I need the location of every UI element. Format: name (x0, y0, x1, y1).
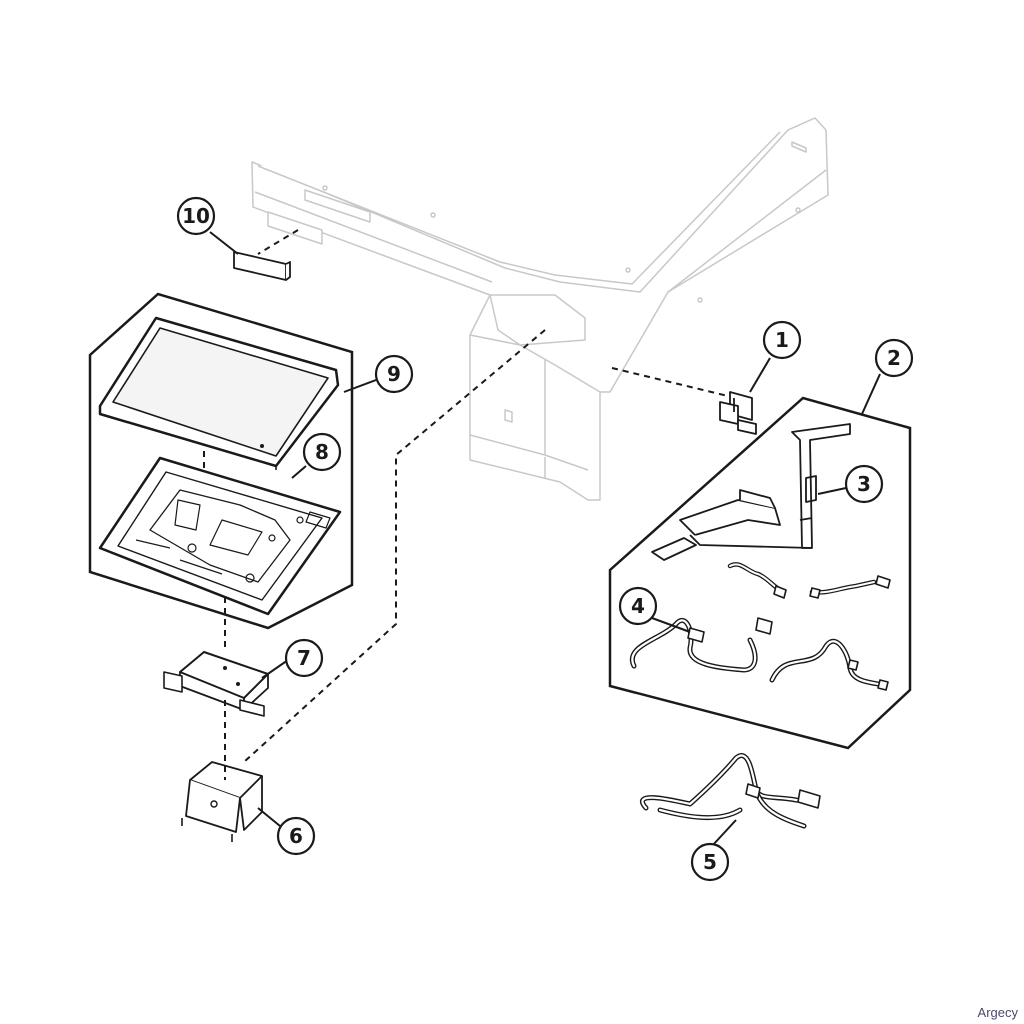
callout-2: 2 (874, 338, 914, 378)
callout-5: 5 (690, 842, 730, 882)
part-1-connector (719, 391, 757, 435)
callout-3: 3 (844, 464, 884, 504)
callout-6-label: 6 (289, 824, 303, 848)
callout-leaders (209, 231, 881, 847)
callout-10: 10 (176, 196, 216, 236)
callout-6: 6 (276, 816, 316, 856)
callout-9: 9 (374, 354, 414, 394)
part-4-harness (629, 562, 891, 691)
callout-4: 4 (618, 586, 658, 626)
leader-lines (203, 229, 729, 780)
callout-3-label: 3 (857, 472, 871, 496)
part-9-display (98, 316, 340, 470)
callout-9-label: 9 (387, 362, 401, 386)
callout-7: 7 (284, 638, 324, 678)
callout-5-label: 5 (703, 850, 717, 874)
callout-10-label: 10 (182, 204, 210, 228)
callout-1: 1 (762, 320, 802, 360)
part-7-hinge-bracket (163, 651, 269, 717)
callout-4-label: 4 (631, 594, 645, 618)
panel-box-left (88, 292, 354, 630)
part-8-tray (98, 456, 342, 616)
part-10-plate (233, 251, 291, 281)
callout-8-label: 8 (315, 440, 329, 464)
panel-box-right (608, 396, 912, 750)
part-6-mounting-bracket (181, 761, 263, 842)
watermark-text: Argecy (977, 1005, 1018, 1020)
callout-1-label: 1 (775, 328, 789, 352)
callout-2-label: 2 (887, 346, 901, 370)
part-5-harness (640, 753, 821, 829)
callout-7-label: 7 (297, 646, 311, 670)
callout-8: 8 (302, 432, 342, 472)
part-3-flex-cable (651, 423, 851, 561)
ghost-frame (251, 117, 829, 501)
